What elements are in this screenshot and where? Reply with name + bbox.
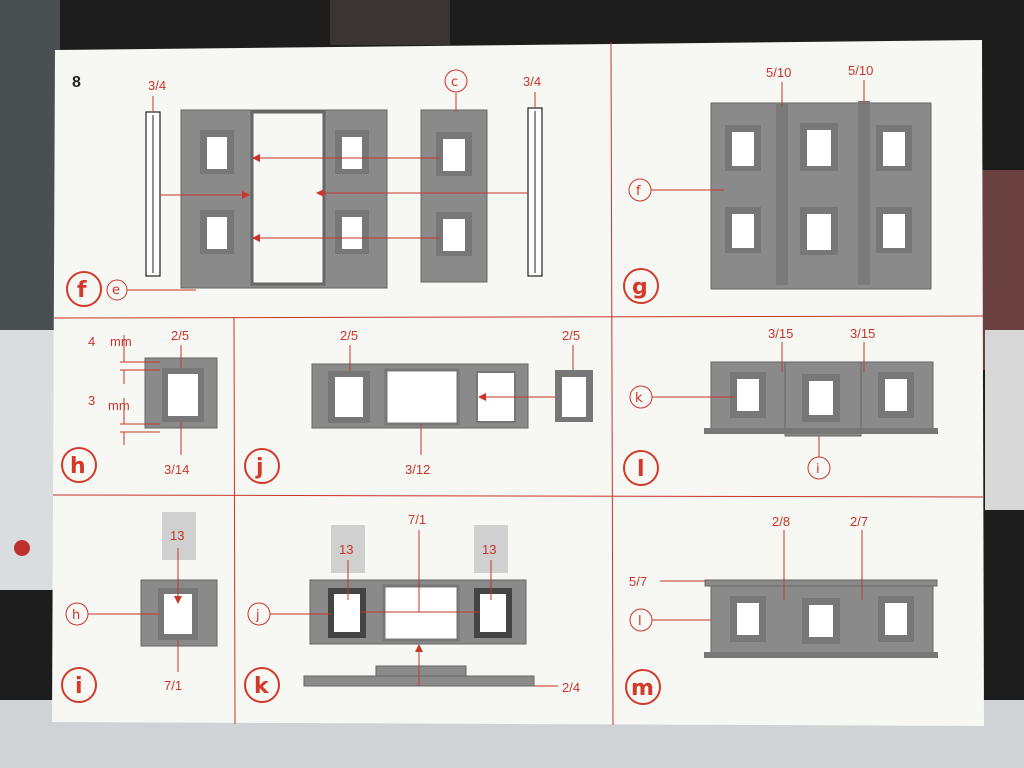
ref-l-a: 3/15	[768, 326, 793, 341]
step-j-letter: j	[255, 455, 264, 480]
step-h: 2/5 3/14 4 mm 3 mm h	[61, 328, 218, 483]
step-m-circle	[625, 669, 661, 705]
dim-h-2-unit: mm	[108, 398, 130, 413]
ref-k-left: 13	[339, 542, 353, 557]
step-g: 5/10 5/10 f g	[623, 63, 932, 304]
ref-i-top: 13	[170, 528, 184, 543]
dim-h-2: 3	[88, 393, 95, 408]
ref-m-side: 5/7	[629, 574, 647, 589]
ref-g-b: 5/10	[848, 63, 873, 78]
ref-strip-left: 3/4	[148, 78, 166, 93]
ref-l-k: k	[635, 391, 643, 406]
m-cornice	[704, 579, 938, 587]
ref-k-j: j	[255, 608, 260, 623]
step-l: 3/15 3/15 k i l	[623, 326, 938, 486]
ref-j-bottom: 3/12	[405, 462, 430, 477]
page-number: 8	[72, 74, 81, 91]
ref-e: e	[112, 283, 120, 298]
step-l-letter: l	[637, 457, 645, 482]
ref-j-left: 2/5	[340, 328, 358, 343]
i-glazing-13	[162, 512, 196, 560]
panel-opening	[250, 110, 326, 286]
ref-l-b: 3/15	[850, 326, 875, 341]
grid-line-h2	[52, 494, 984, 498]
step-g-letter: g	[632, 275, 648, 300]
step-m: 2/8 2/7 5/7 l m	[625, 514, 938, 705]
step-k-letter: k	[254, 674, 270, 699]
ref-c-circle	[444, 69, 468, 93]
step-h-circle	[61, 447, 97, 483]
step-m-letter: m	[631, 676, 654, 701]
grid-line-v2	[233, 316, 236, 725]
ref-strip-right: 3/4	[523, 74, 541, 89]
step-f-letter: f	[77, 278, 87, 303]
ref-i-h: h	[72, 608, 80, 623]
step-i-circle	[61, 667, 97, 703]
ref-h-top: 2/5	[171, 328, 189, 343]
dim-h-1: 4	[88, 334, 95, 349]
ref-l-i: i	[816, 462, 820, 477]
ref-g-f: f	[636, 184, 641, 199]
dim-h-1-unit: mm	[110, 334, 132, 349]
ref-i-bottom: 7/1	[164, 678, 182, 693]
step-g-circle	[623, 268, 659, 304]
step-j: 2/5 2/5 3/12 j	[244, 328, 593, 484]
ref-c: c	[451, 75, 458, 90]
ref-m-l: l	[638, 614, 642, 629]
step-l-circle	[623, 450, 659, 486]
step-k-circle	[244, 667, 280, 703]
ref-m-a: 2/8	[772, 514, 790, 529]
grid-line-v1	[610, 41, 614, 726]
ref-j-right: 2/5	[562, 328, 580, 343]
ref-g-a: 5/10	[766, 65, 791, 80]
ref-m-b: 2/7	[850, 514, 868, 529]
red-knob	[14, 540, 30, 556]
step-f: 3/4 3/4 c e f	[66, 69, 543, 307]
ref-h-bottom: 3/14	[164, 462, 189, 477]
step-i: 13 7/1 h i	[61, 512, 218, 703]
step-k: 13 13 7/1 2/4 j k	[244, 512, 580, 703]
step-j-circle	[244, 448, 280, 484]
ref-k-top: 7/1	[408, 512, 426, 527]
step-h-letter: h	[70, 454, 86, 479]
step-i-letter: i	[75, 674, 83, 699]
grid-line-h1	[53, 315, 984, 319]
step-f-circle	[66, 271, 102, 307]
ref-k-bottom: 2/4	[562, 680, 580, 695]
ref-k-right: 13	[482, 542, 496, 557]
